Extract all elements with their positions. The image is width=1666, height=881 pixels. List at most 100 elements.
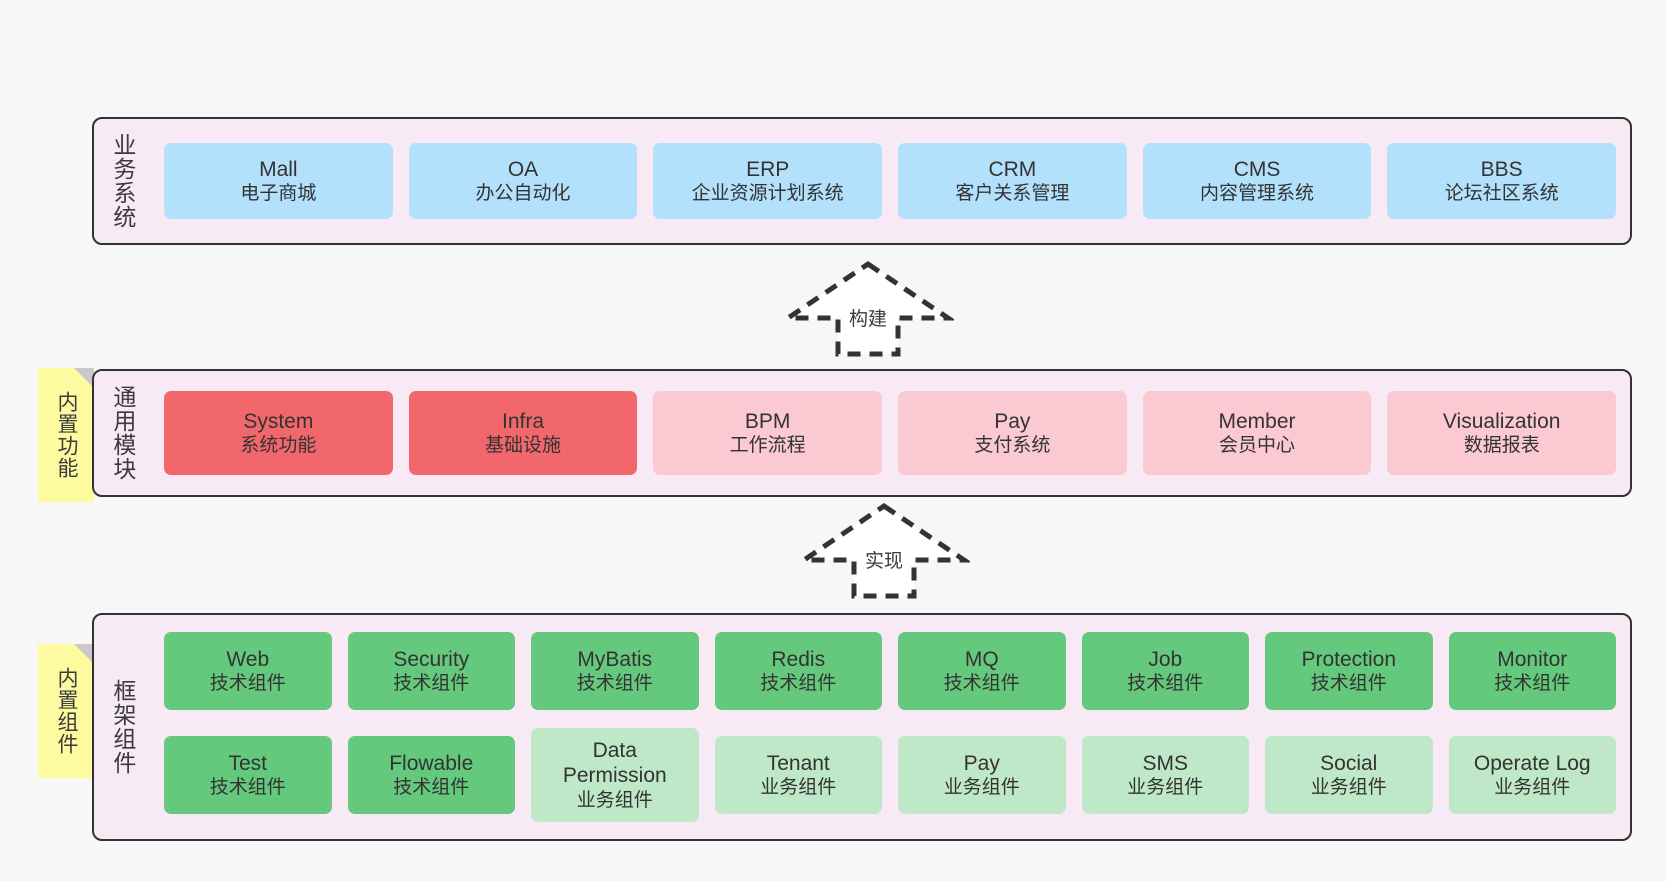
layer-title-business: 业务系统 bbox=[109, 133, 136, 229]
connector-build: 构建 bbox=[782, 258, 954, 358]
box-bpm[interactable]: BPM 工作流程 bbox=[653, 391, 883, 475]
framework-row-1: Web 技术组件 Security 技术组件 MyBatis 技术组件 Redi… bbox=[164, 632, 1616, 710]
box-redis-desc: 技术组件 bbox=[760, 673, 837, 695]
sticky-note-builtin-features-label: 内置功能 bbox=[54, 391, 78, 479]
layer-body-business: Mall 电子商城 OA 办公自动化 ERP 企业资源计划系统 CRM 客户关系… bbox=[150, 119, 1630, 243]
box-pay-module[interactable]: Pay 支付系统 bbox=[898, 391, 1127, 475]
box-sms-desc: 业务组件 bbox=[1127, 777, 1204, 799]
box-visualization-name: Visualization bbox=[1442, 409, 1561, 433]
box-mall-name: Mall bbox=[259, 157, 298, 181]
box-job-name: Job bbox=[1148, 647, 1183, 671]
box-mq[interactable]: MQ 技术组件 bbox=[898, 632, 1066, 710]
box-mybatis-desc: 技术组件 bbox=[576, 673, 653, 695]
box-tenant[interactable]: Tenant 业务组件 bbox=[714, 736, 882, 814]
box-crm-desc: 客户关系管理 bbox=[955, 183, 1070, 205]
box-tenant-desc: 业务组件 bbox=[760, 777, 837, 799]
box-monitor[interactable]: Monitor 技术组件 bbox=[1448, 632, 1616, 710]
box-oa[interactable]: OA 办公自动化 bbox=[408, 143, 638, 219]
box-cms[interactable]: CMS 内容管理系统 bbox=[1142, 143, 1372, 219]
box-infra[interactable]: Infra 基础设施 bbox=[408, 391, 638, 475]
box-protection[interactable]: Protection 技术组件 bbox=[1265, 632, 1433, 710]
box-oa-desc: 办公自动化 bbox=[475, 183, 571, 205]
box-member-desc: 会员中心 bbox=[1219, 435, 1296, 457]
box-data-permission[interactable]: Data Permission 业务组件 bbox=[531, 728, 699, 822]
connector-implement: 实现 bbox=[798, 500, 970, 600]
box-mybatis-name: MyBatis bbox=[577, 647, 653, 671]
box-cms-desc: 内容管理系统 bbox=[1200, 183, 1315, 205]
box-erp-desc: 企业资源计划系统 bbox=[691, 183, 844, 205]
layer-business-systems: 业务系统 Mall 电子商城 OA 办公自动化 ERP 企业资源计划系统 CRM… bbox=[92, 117, 1632, 245]
box-test[interactable]: Test 技术组件 bbox=[164, 736, 332, 814]
box-cms-name: CMS bbox=[1233, 157, 1281, 181]
box-bbs-name: BBS bbox=[1480, 157, 1523, 181]
box-web-name: Web bbox=[226, 647, 270, 671]
box-member[interactable]: Member 会员中心 bbox=[1142, 391, 1372, 475]
box-bbs[interactable]: BBS 论坛社区系统 bbox=[1387, 143, 1617, 219]
box-crm[interactable]: CRM 客户关系管理 bbox=[898, 143, 1127, 219]
box-mybatis[interactable]: MyBatis 技术组件 bbox=[531, 632, 699, 710]
box-oa-name: OA bbox=[507, 157, 539, 181]
sticky-note-builtin-features: 内置功能 bbox=[38, 368, 94, 502]
box-mq-name: MQ bbox=[964, 647, 999, 671]
box-pay-module-name: Pay bbox=[994, 409, 1031, 433]
box-protection-name: Protection bbox=[1301, 647, 1397, 671]
box-bpm-name: BPM bbox=[744, 409, 791, 433]
layer-title-modules: 通用模块 bbox=[109, 385, 136, 481]
box-monitor-name: Monitor bbox=[1497, 647, 1568, 671]
box-visualization-desc: 数据报表 bbox=[1463, 435, 1540, 457]
box-flowable-desc: 技术组件 bbox=[393, 777, 470, 799]
box-operate-log-name: Operate Log bbox=[1473, 751, 1591, 775]
box-job-desc: 技术组件 bbox=[1127, 673, 1204, 695]
box-job[interactable]: Job 技术组件 bbox=[1081, 632, 1249, 710]
box-crm-name: CRM bbox=[988, 157, 1037, 181]
dashed-arrow-up-icon bbox=[798, 502, 970, 599]
box-sms[interactable]: SMS 业务组件 bbox=[1081, 736, 1249, 814]
box-mall[interactable]: Mall 电子商城 bbox=[164, 143, 393, 219]
box-test-name: Test bbox=[228, 751, 267, 775]
box-mall-desc: 电子商城 bbox=[240, 183, 317, 205]
box-data-permission-name2: Permission bbox=[562, 764, 667, 788]
box-data-permission-name: Data bbox=[592, 738, 637, 762]
box-system-name: System bbox=[243, 409, 314, 433]
box-system[interactable]: System 系统功能 bbox=[164, 391, 393, 475]
layer-framework-components: 框架组件 Web 技术组件 Security 技术组件 MyBatis 技术组件… bbox=[92, 613, 1632, 841]
fold-corner-icon bbox=[74, 368, 94, 388]
layer-body-modules: System 系统功能 Infra 基础设施 BPM 工作流程 Pay 支付系统… bbox=[150, 371, 1630, 495]
box-system-desc: 系统功能 bbox=[240, 435, 317, 457]
box-data-permission-desc: 业务组件 bbox=[576, 790, 653, 812]
box-pay-component[interactable]: Pay 业务组件 bbox=[898, 736, 1066, 814]
box-flowable-name: Flowable bbox=[389, 751, 474, 775]
box-pay-module-desc: 支付系统 bbox=[974, 435, 1051, 457]
box-bbs-desc: 论坛社区系统 bbox=[1444, 183, 1559, 205]
fold-corner-icon bbox=[74, 644, 94, 664]
sticky-note-builtin-components-label: 内置组件 bbox=[54, 667, 78, 755]
box-infra-desc: 基础设施 bbox=[485, 435, 562, 457]
box-web-desc: 技术组件 bbox=[209, 673, 286, 695]
box-web[interactable]: Web 技术组件 bbox=[164, 632, 332, 710]
box-social-desc: 业务组件 bbox=[1310, 777, 1387, 799]
box-pay-component-name: Pay bbox=[963, 751, 1000, 775]
box-redis-name: Redis bbox=[771, 647, 826, 671]
box-operate-log[interactable]: Operate Log 业务组件 bbox=[1448, 736, 1616, 814]
box-mq-desc: 技术组件 bbox=[943, 673, 1020, 695]
box-bpm-desc: 工作流程 bbox=[729, 435, 806, 457]
box-tenant-name: Tenant bbox=[766, 751, 830, 775]
box-erp[interactable]: ERP 企业资源计划系统 bbox=[653, 143, 883, 219]
layer-body-framework: Web 技术组件 Security 技术组件 MyBatis 技术组件 Redi… bbox=[150, 615, 1630, 839]
layer-title-framework: 框架组件 bbox=[109, 679, 136, 775]
box-redis[interactable]: Redis 技术组件 bbox=[714, 632, 882, 710]
box-infra-name: Infra bbox=[501, 409, 545, 433]
box-erp-name: ERP bbox=[746, 157, 790, 181]
box-flowable[interactable]: Flowable 技术组件 bbox=[347, 736, 515, 814]
box-security[interactable]: Security 技术组件 bbox=[347, 632, 515, 710]
box-visualization[interactable]: Visualization 数据报表 bbox=[1387, 391, 1617, 475]
box-test-desc: 技术组件 bbox=[209, 777, 286, 799]
box-protection-desc: 技术组件 bbox=[1310, 673, 1387, 695]
box-monitor-desc: 技术组件 bbox=[1494, 673, 1571, 695]
dashed-arrow-up-icon bbox=[782, 260, 954, 357]
box-security-name: Security bbox=[393, 647, 470, 671]
box-pay-component-desc: 业务组件 bbox=[943, 777, 1020, 799]
box-social-name: Social bbox=[1320, 751, 1378, 775]
sticky-note-builtin-components: 内置组件 bbox=[38, 644, 94, 778]
box-social[interactable]: Social 业务组件 bbox=[1265, 736, 1433, 814]
